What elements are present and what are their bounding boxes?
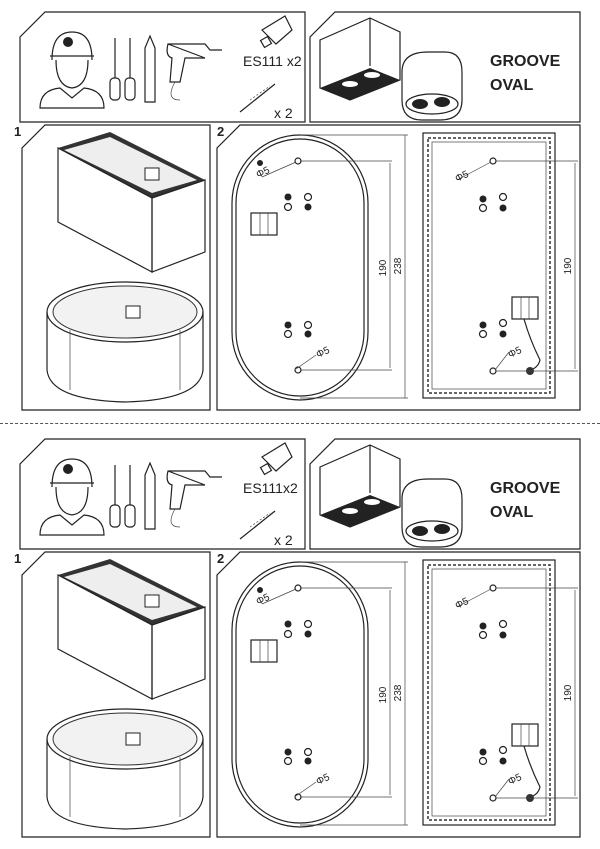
- cut-line-divider: [0, 423, 600, 424]
- product-name-line2: OVAL: [490, 77, 533, 94]
- anchor-quantity-label: x 2: [274, 105, 293, 121]
- instruction-half-bottom: ES111x2 x 2 GROOVE OVAL 1: [14, 438, 581, 838]
- oval-hole-diameter-bottom: Φ5: [315, 345, 332, 361]
- screwdriver-icon: [109, 38, 136, 101]
- bulb-quantity-label: ES111 x2: [243, 53, 302, 69]
- product-name-line2: OVAL: [490, 504, 533, 521]
- oval-dimension-190: 190: [378, 259, 389, 276]
- anchor-quantity-label: x 2: [274, 532, 293, 548]
- electrician-icon: [39, 458, 105, 536]
- drill-icon: [166, 470, 222, 528]
- square-luminaire-icon: [319, 444, 401, 528]
- instruction-half-top: ES111 x2 x 2 GROOVE OVAL 1: [14, 11, 581, 411]
- electrician-icon: [39, 31, 105, 109]
- rect-dimension-190: 190: [563, 684, 574, 701]
- oval-dimension-190: 190: [378, 686, 389, 703]
- step-2-number: 2: [217, 124, 224, 139]
- square-luminaire-icon: [319, 17, 401, 101]
- rectangular-mounting-plate: [422, 132, 578, 399]
- tools-panel: ES111x2 x 2: [19, 438, 306, 550]
- square-housing-drawing: [57, 132, 206, 273]
- rect-dimension-190: 190: [563, 257, 574, 274]
- product-panel: GROOVE OVAL: [309, 438, 581, 550]
- bulb-quantity-label: ES111x2: [243, 480, 298, 496]
- oval-housing-drawing: [46, 708, 204, 830]
- rect-hole-diameter-bottom: Φ5: [507, 772, 524, 788]
- oval-hole-diameter-top: Φ5: [255, 165, 272, 181]
- oval-dimension-238: 238: [393, 684, 404, 701]
- wall-anchor-icon: [239, 83, 276, 113]
- pencil-icon: [144, 34, 156, 103]
- oval-mounting-plate: [231, 561, 408, 828]
- rect-hole-diameter-top: Φ5: [454, 169, 471, 185]
- product-name-line1: GROOVE: [490, 53, 561, 70]
- step-2-number: 2: [217, 551, 224, 566]
- step-1-panel: [21, 124, 211, 411]
- wall-anchor-icon: [239, 510, 276, 540]
- step-1-panel: [21, 551, 211, 838]
- oval-hole-diameter-bottom: Φ5: [315, 772, 332, 788]
- screwdriver-icon: [109, 465, 136, 528]
- rectangular-mounting-plate: [422, 559, 578, 826]
- step-2-panel: Φ5 Φ5 190 238 Φ5 Φ5 190: [216, 551, 581, 838]
- drill-icon: [166, 43, 222, 101]
- rect-hole-diameter-top: Φ5: [454, 596, 471, 612]
- tools-panel: ES111 x2 x 2: [19, 11, 306, 123]
- square-housing-drawing: [57, 559, 206, 700]
- step-1-number: 1: [14, 551, 21, 566]
- product-name-line1: GROOVE: [490, 480, 561, 497]
- step-2-panel: Φ5 Φ5 190 238 Φ5 Φ5 190: [216, 124, 581, 411]
- oval-housing-drawing: [46, 281, 204, 403]
- oval-mounting-plate: [231, 134, 408, 401]
- oval-hole-diameter-top: Φ5: [255, 592, 272, 608]
- oval-luminaire-icon: [401, 478, 463, 548]
- oval-dimension-238: 238: [393, 257, 404, 274]
- rect-hole-diameter-bottom: Φ5: [507, 345, 524, 361]
- pencil-icon: [144, 461, 156, 530]
- oval-luminaire-icon: [401, 51, 463, 121]
- bulb-icon: [259, 442, 293, 476]
- product-panel: GROOVE OVAL: [309, 11, 581, 123]
- step-1-number: 1: [14, 124, 21, 139]
- bulb-icon: [259, 15, 293, 49]
